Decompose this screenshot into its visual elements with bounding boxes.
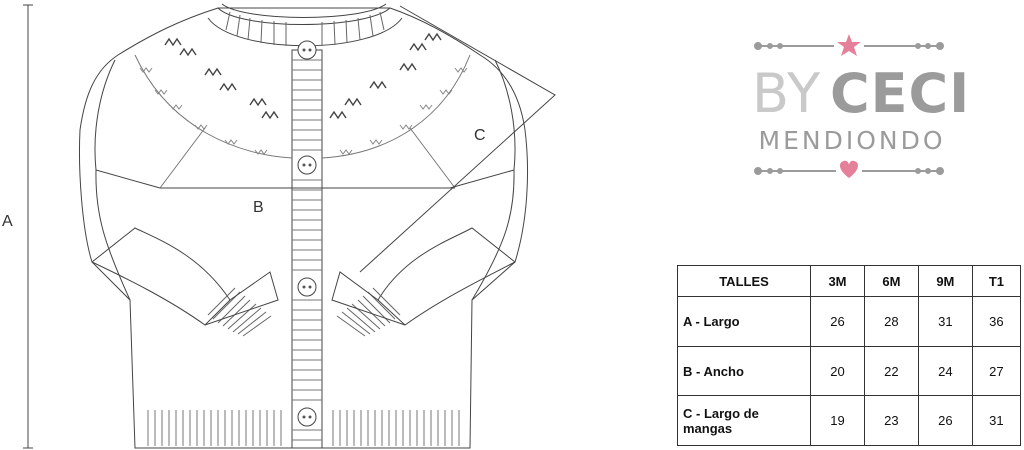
logo-ceci: CECI (830, 62, 971, 125)
table-cell: 31 (971, 395, 1022, 446)
body-outline (79, 7, 529, 449)
table-cell: 23 (863, 395, 919, 446)
table-cell: 20 (810, 345, 865, 397)
table-cell: 31 (917, 296, 973, 347)
table-cell: 26 (810, 296, 865, 347)
table-cell: 24 (917, 345, 973, 397)
table-cell: 26 (917, 395, 973, 446)
button-2 (297, 155, 317, 175)
table-row: A - Largo 26 28 31 36 (677, 296, 1022, 347)
brand-logo: BY CECI MENDIONDO (752, 30, 969, 180)
label-a: A (2, 213, 13, 230)
row-label: B - Ancho (677, 345, 811, 397)
cardigan-illustration: A B C (2, 3, 556, 449)
label-c: C (474, 127, 486, 144)
header-3m: 3M (810, 264, 865, 298)
header-6m: 6M (863, 264, 919, 298)
table-cell: 22 (863, 345, 919, 397)
dimension-c-line (359, 5, 556, 273)
header-t1: T1 (971, 264, 1022, 298)
button-3 (297, 277, 317, 297)
header-talles: TALLES (677, 264, 811, 298)
heart-icon (839, 160, 859, 178)
logo-ornaments (754, 34, 944, 178)
button-1 (297, 40, 317, 60)
table-cell: 19 (810, 395, 865, 446)
dimension-a-line (23, 4, 33, 449)
row-label: A - Largo (677, 296, 811, 347)
table-row: B - Ancho 20 22 24 27 (677, 345, 1022, 397)
logo-by: BY (752, 62, 822, 125)
table-cell: 36 (971, 296, 1022, 347)
label-b: B (253, 199, 264, 216)
logo-subtitle: MENDIONDO (758, 126, 946, 155)
table-cell: 27 (971, 345, 1022, 397)
row-label: C - Largo de mangas (677, 395, 811, 446)
size-table: TALLES 3M 6M 9M T1 A - Largo 26 28 31 36… (677, 264, 1022, 446)
table-row: C - Largo de mangas 19 23 26 31 (677, 395, 1022, 446)
button-4 (297, 407, 317, 427)
star-icon (837, 34, 861, 56)
table-cell: 28 (863, 296, 919, 347)
table-header-row: TALLES 3M 6M 9M T1 (677, 264, 1022, 298)
header-9m: 9M (917, 264, 973, 298)
